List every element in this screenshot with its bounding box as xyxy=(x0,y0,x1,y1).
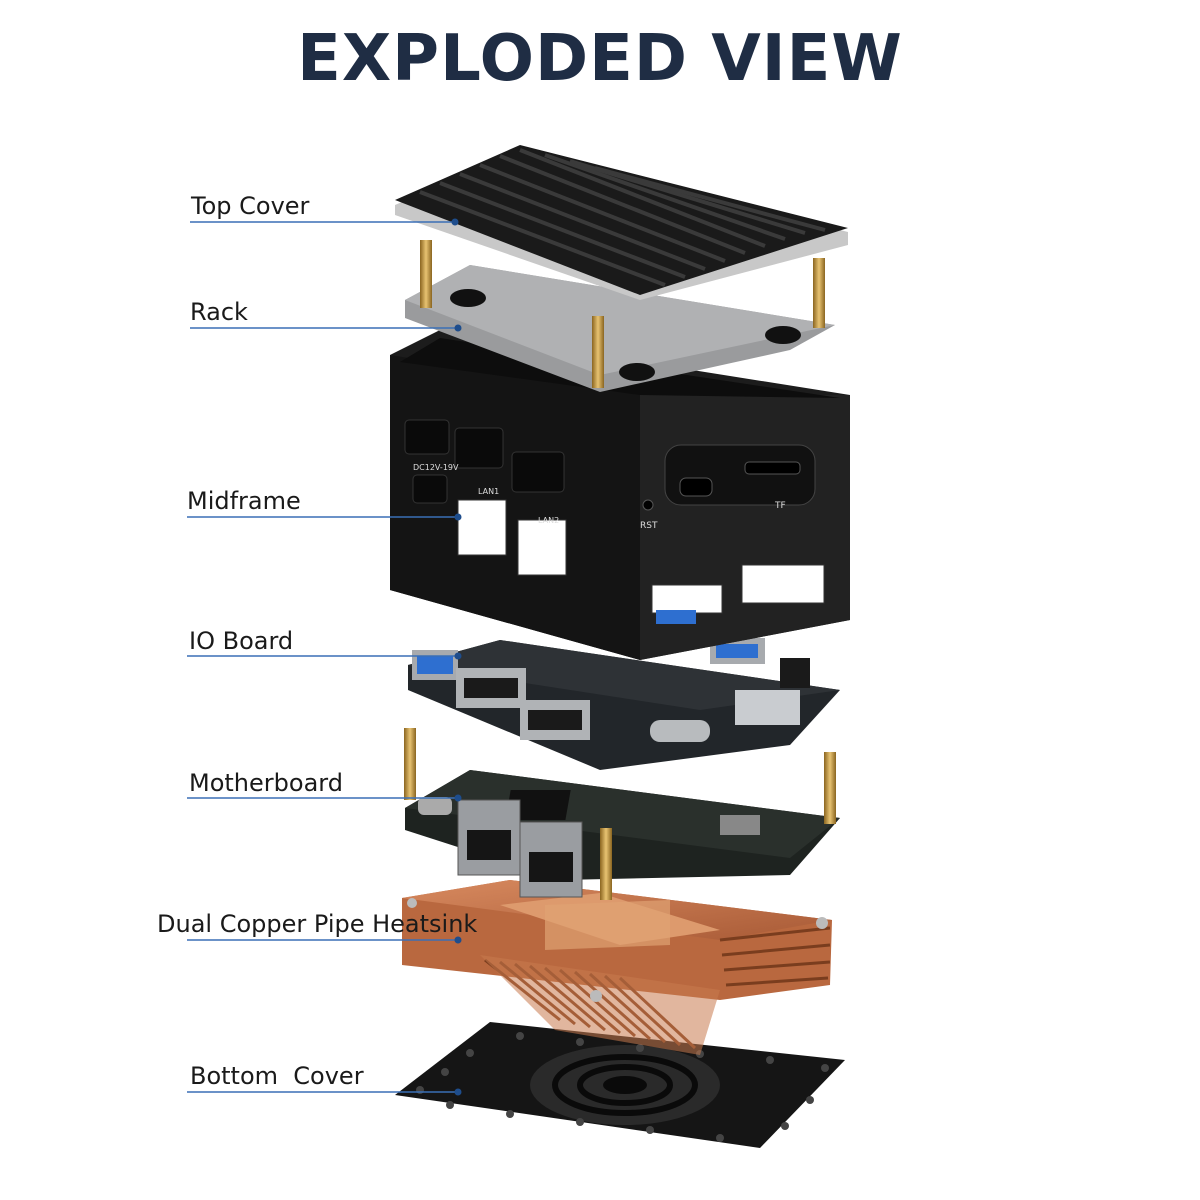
label-io-board: IO Board xyxy=(189,627,294,655)
leader-dots xyxy=(451,218,462,1096)
label-motherboard: Motherboard xyxy=(189,769,343,797)
heatsink-part xyxy=(402,880,832,1055)
label-heatsink: Dual Copper Pipe Heatsink xyxy=(157,910,478,938)
io-board-part xyxy=(408,638,840,770)
top-cover-part xyxy=(395,145,848,300)
midframe-part: DC12V-19V LAN1 LAN2 RST TF xyxy=(390,330,850,660)
leader-lines xyxy=(187,221,458,1093)
bottom-cover-part xyxy=(395,1022,845,1148)
label-midframe: Midframe xyxy=(187,487,301,515)
dc-port-label: DC12V-19V xyxy=(413,463,459,472)
page-title: EXPLODED VIEW xyxy=(297,22,903,96)
rst-label: RST xyxy=(640,521,658,531)
label-rack: Rack xyxy=(190,298,248,326)
rack-part xyxy=(405,240,835,392)
motherboard-part xyxy=(404,728,840,900)
lan1-port-label: LAN1 xyxy=(478,487,499,496)
lan2-port-label: LAN2 xyxy=(538,516,559,525)
tf-label: TF xyxy=(774,501,786,511)
label-bottom-cover: Bottom Cover xyxy=(190,1062,364,1090)
label-top-cover: Top Cover xyxy=(191,192,310,220)
